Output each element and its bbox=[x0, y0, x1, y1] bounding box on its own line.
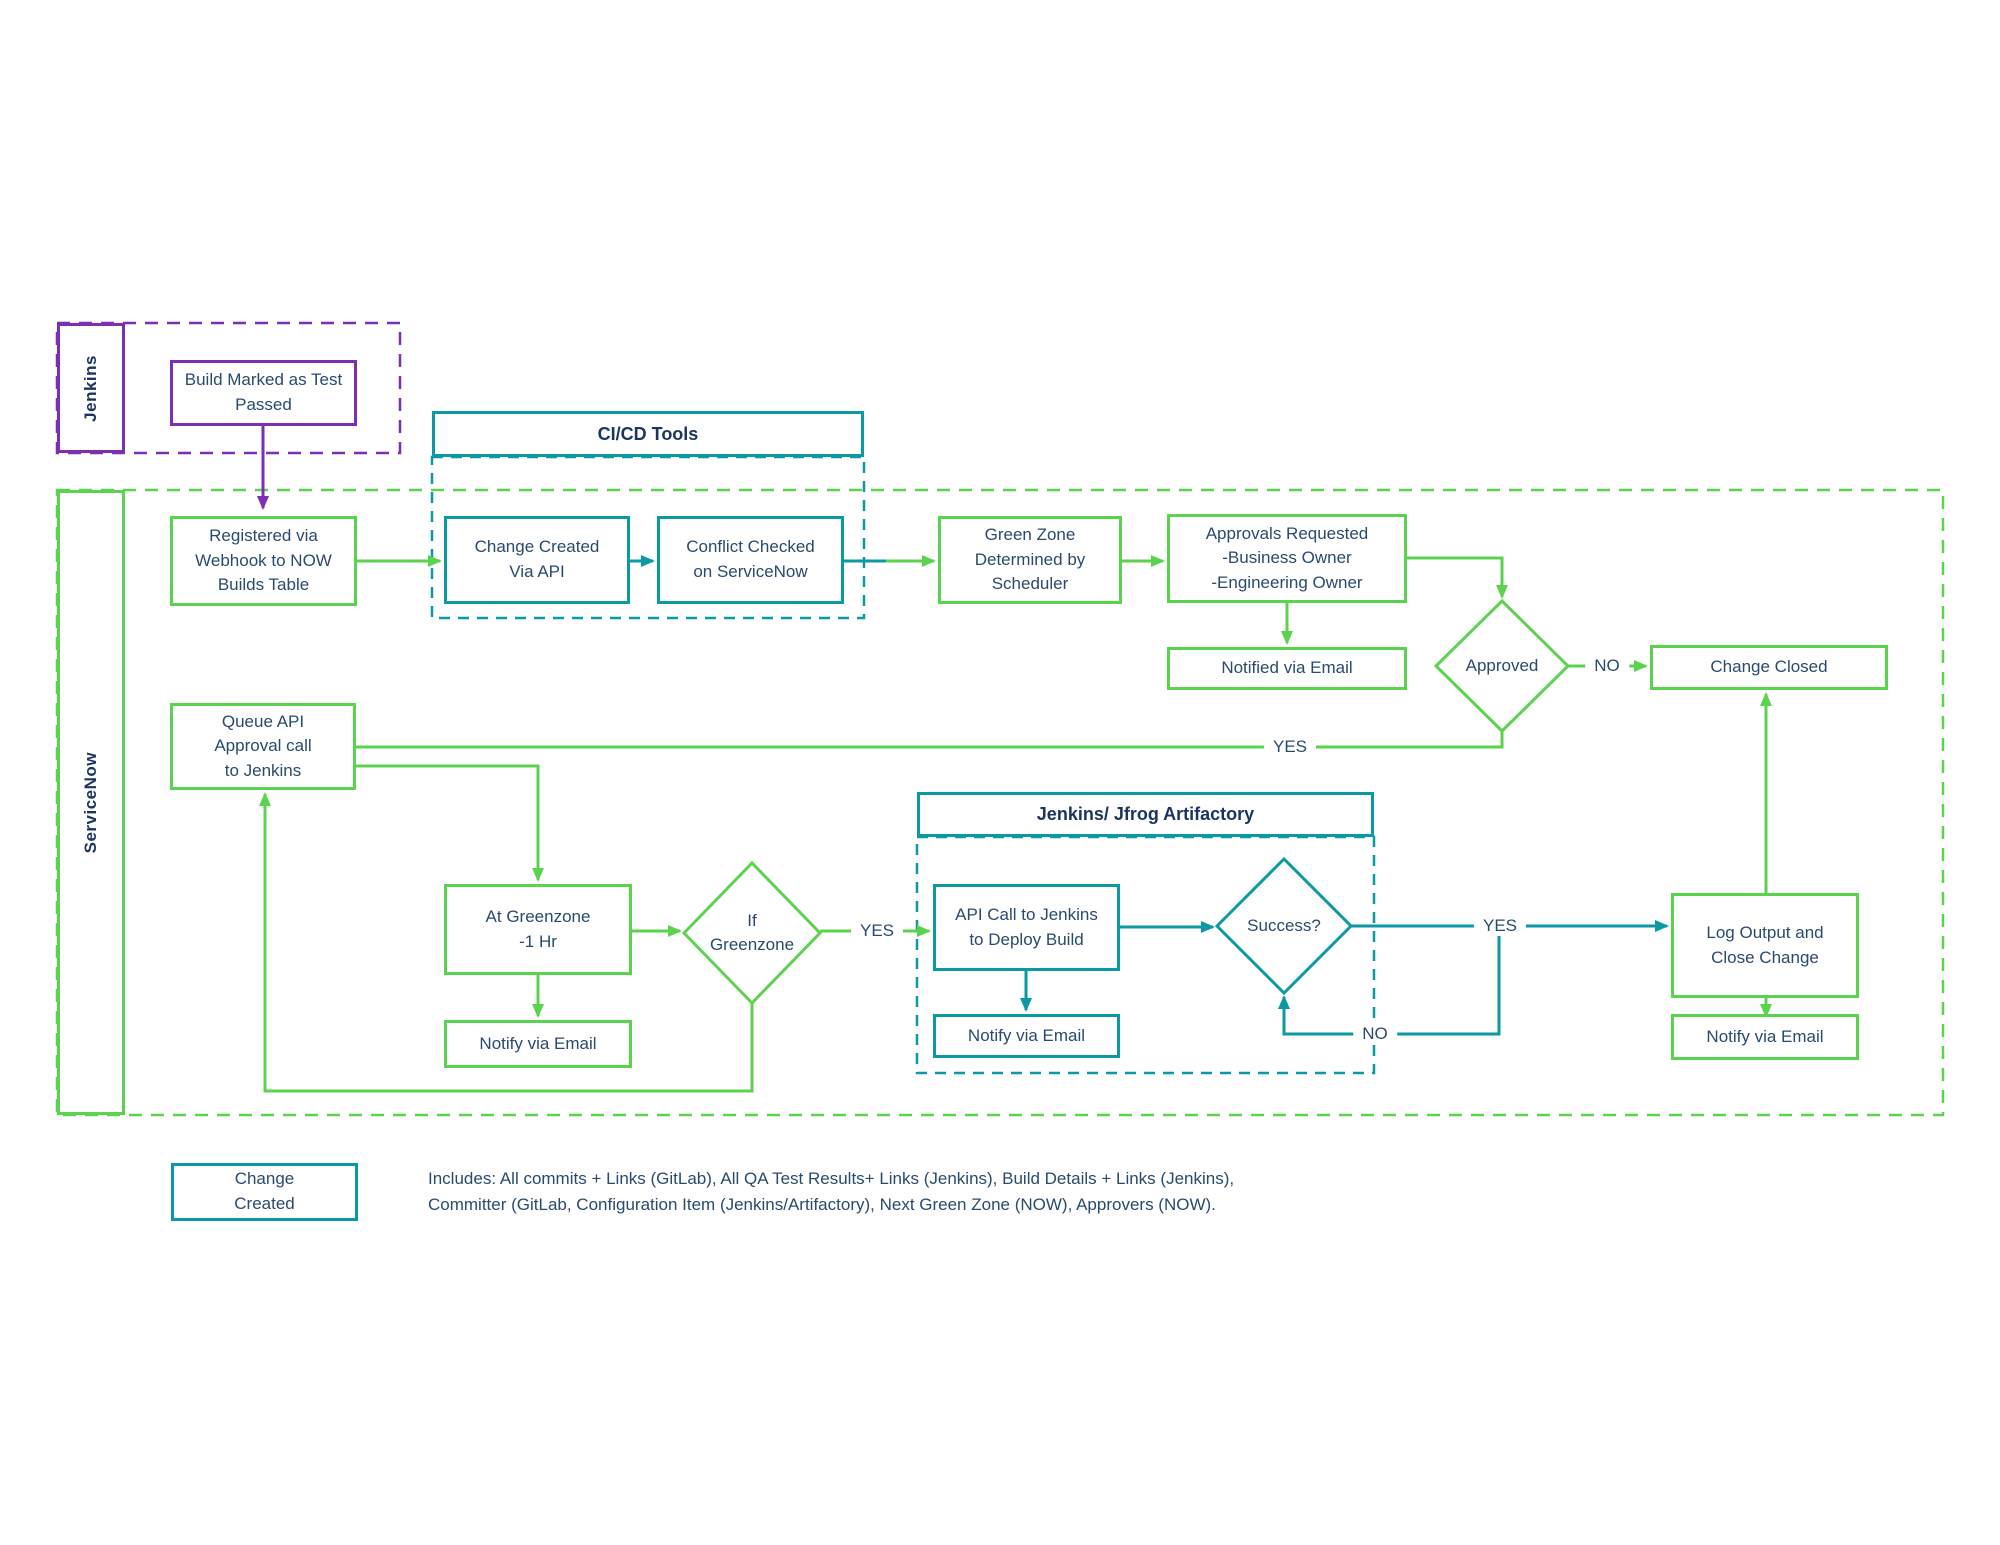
success-diamond-label: Success? bbox=[1247, 916, 1321, 936]
node-notify-email-deploy: Notify via Email bbox=[933, 1014, 1120, 1058]
node-build-marked: Build Marked as Test Passed bbox=[170, 360, 357, 426]
node-log-output-close: Log Output and Close Change bbox=[1671, 893, 1859, 998]
approved-diamond-label: Approved bbox=[1465, 656, 1539, 676]
jenkins-lane-label-cell: Jenkins bbox=[57, 323, 125, 453]
node-notify-email-close: Notify via Email bbox=[1671, 1014, 1859, 1060]
servicenow-lane-label: ServiceNow bbox=[81, 751, 100, 854]
edge-label-greenzone-yes: YES bbox=[850, 921, 904, 941]
jenkins-jfrog-container-body bbox=[915, 835, 1376, 1075]
edge-approved-yes-to-queue bbox=[356, 731, 1504, 749]
edge-queue-to-at-greenzone bbox=[356, 764, 544, 882]
legend-change-created-box: Change Created bbox=[171, 1163, 358, 1221]
node-change-created-api: Change Created Via API bbox=[444, 516, 630, 604]
node-registered-webhook: Registered via Webhook to NOW Builds Tab… bbox=[170, 516, 357, 606]
node-change-closed: Change Closed bbox=[1650, 645, 1888, 690]
jenkins-lane-label: Jenkins bbox=[81, 354, 100, 422]
edge-label-approved-no: NO bbox=[1585, 656, 1629, 676]
node-queue-api-approval: Queue API Approval call to Jenkins bbox=[170, 703, 356, 790]
node-approvals-requested: Approvals Requested -Business Owner -Eng… bbox=[1167, 514, 1407, 603]
edge-label-success-yes: YES bbox=[1473, 916, 1527, 936]
edge-approvals-to-approved bbox=[1405, 556, 1508, 599]
node-green-zone-scheduler: Green Zone Determined by Scheduler bbox=[938, 516, 1122, 604]
node-api-call-deploy: API Call to Jenkins to Deploy Build bbox=[933, 884, 1120, 971]
edge-if-greenzone-loop-to-queue bbox=[259, 792, 754, 1093]
node-notify-email-greenzone: Notify via Email bbox=[444, 1020, 632, 1068]
edge-label-success-no: NO bbox=[1353, 1024, 1397, 1044]
if-greenzone-diamond bbox=[681, 860, 823, 1006]
edge-label-approved-yes: YES bbox=[1263, 737, 1317, 757]
node-notified-via-email: Notified via Email bbox=[1167, 647, 1407, 690]
servicenow-lane-label-cell: ServiceNow bbox=[57, 490, 125, 1115]
node-conflict-checked: Conflict Checked on ServiceNow bbox=[657, 516, 844, 604]
jenkins-jfrog-container-header: Jenkins/ Jfrog Artifactory bbox=[917, 792, 1374, 837]
if-greenzone-diamond-label: If Greenzone bbox=[709, 911, 795, 954]
cicd-tools-container-body bbox=[430, 455, 866, 620]
legend-includes-line1: Includes: All commits + Links (GitLab), … bbox=[428, 1169, 1235, 1188]
node-at-greenzone: At Greenzone -1 Hr bbox=[444, 884, 632, 975]
legend-includes-line2: Committer (GitLab, Configuration Item (J… bbox=[428, 1195, 1216, 1214]
cicd-tools-container-header: CI/CD Tools bbox=[432, 411, 864, 457]
